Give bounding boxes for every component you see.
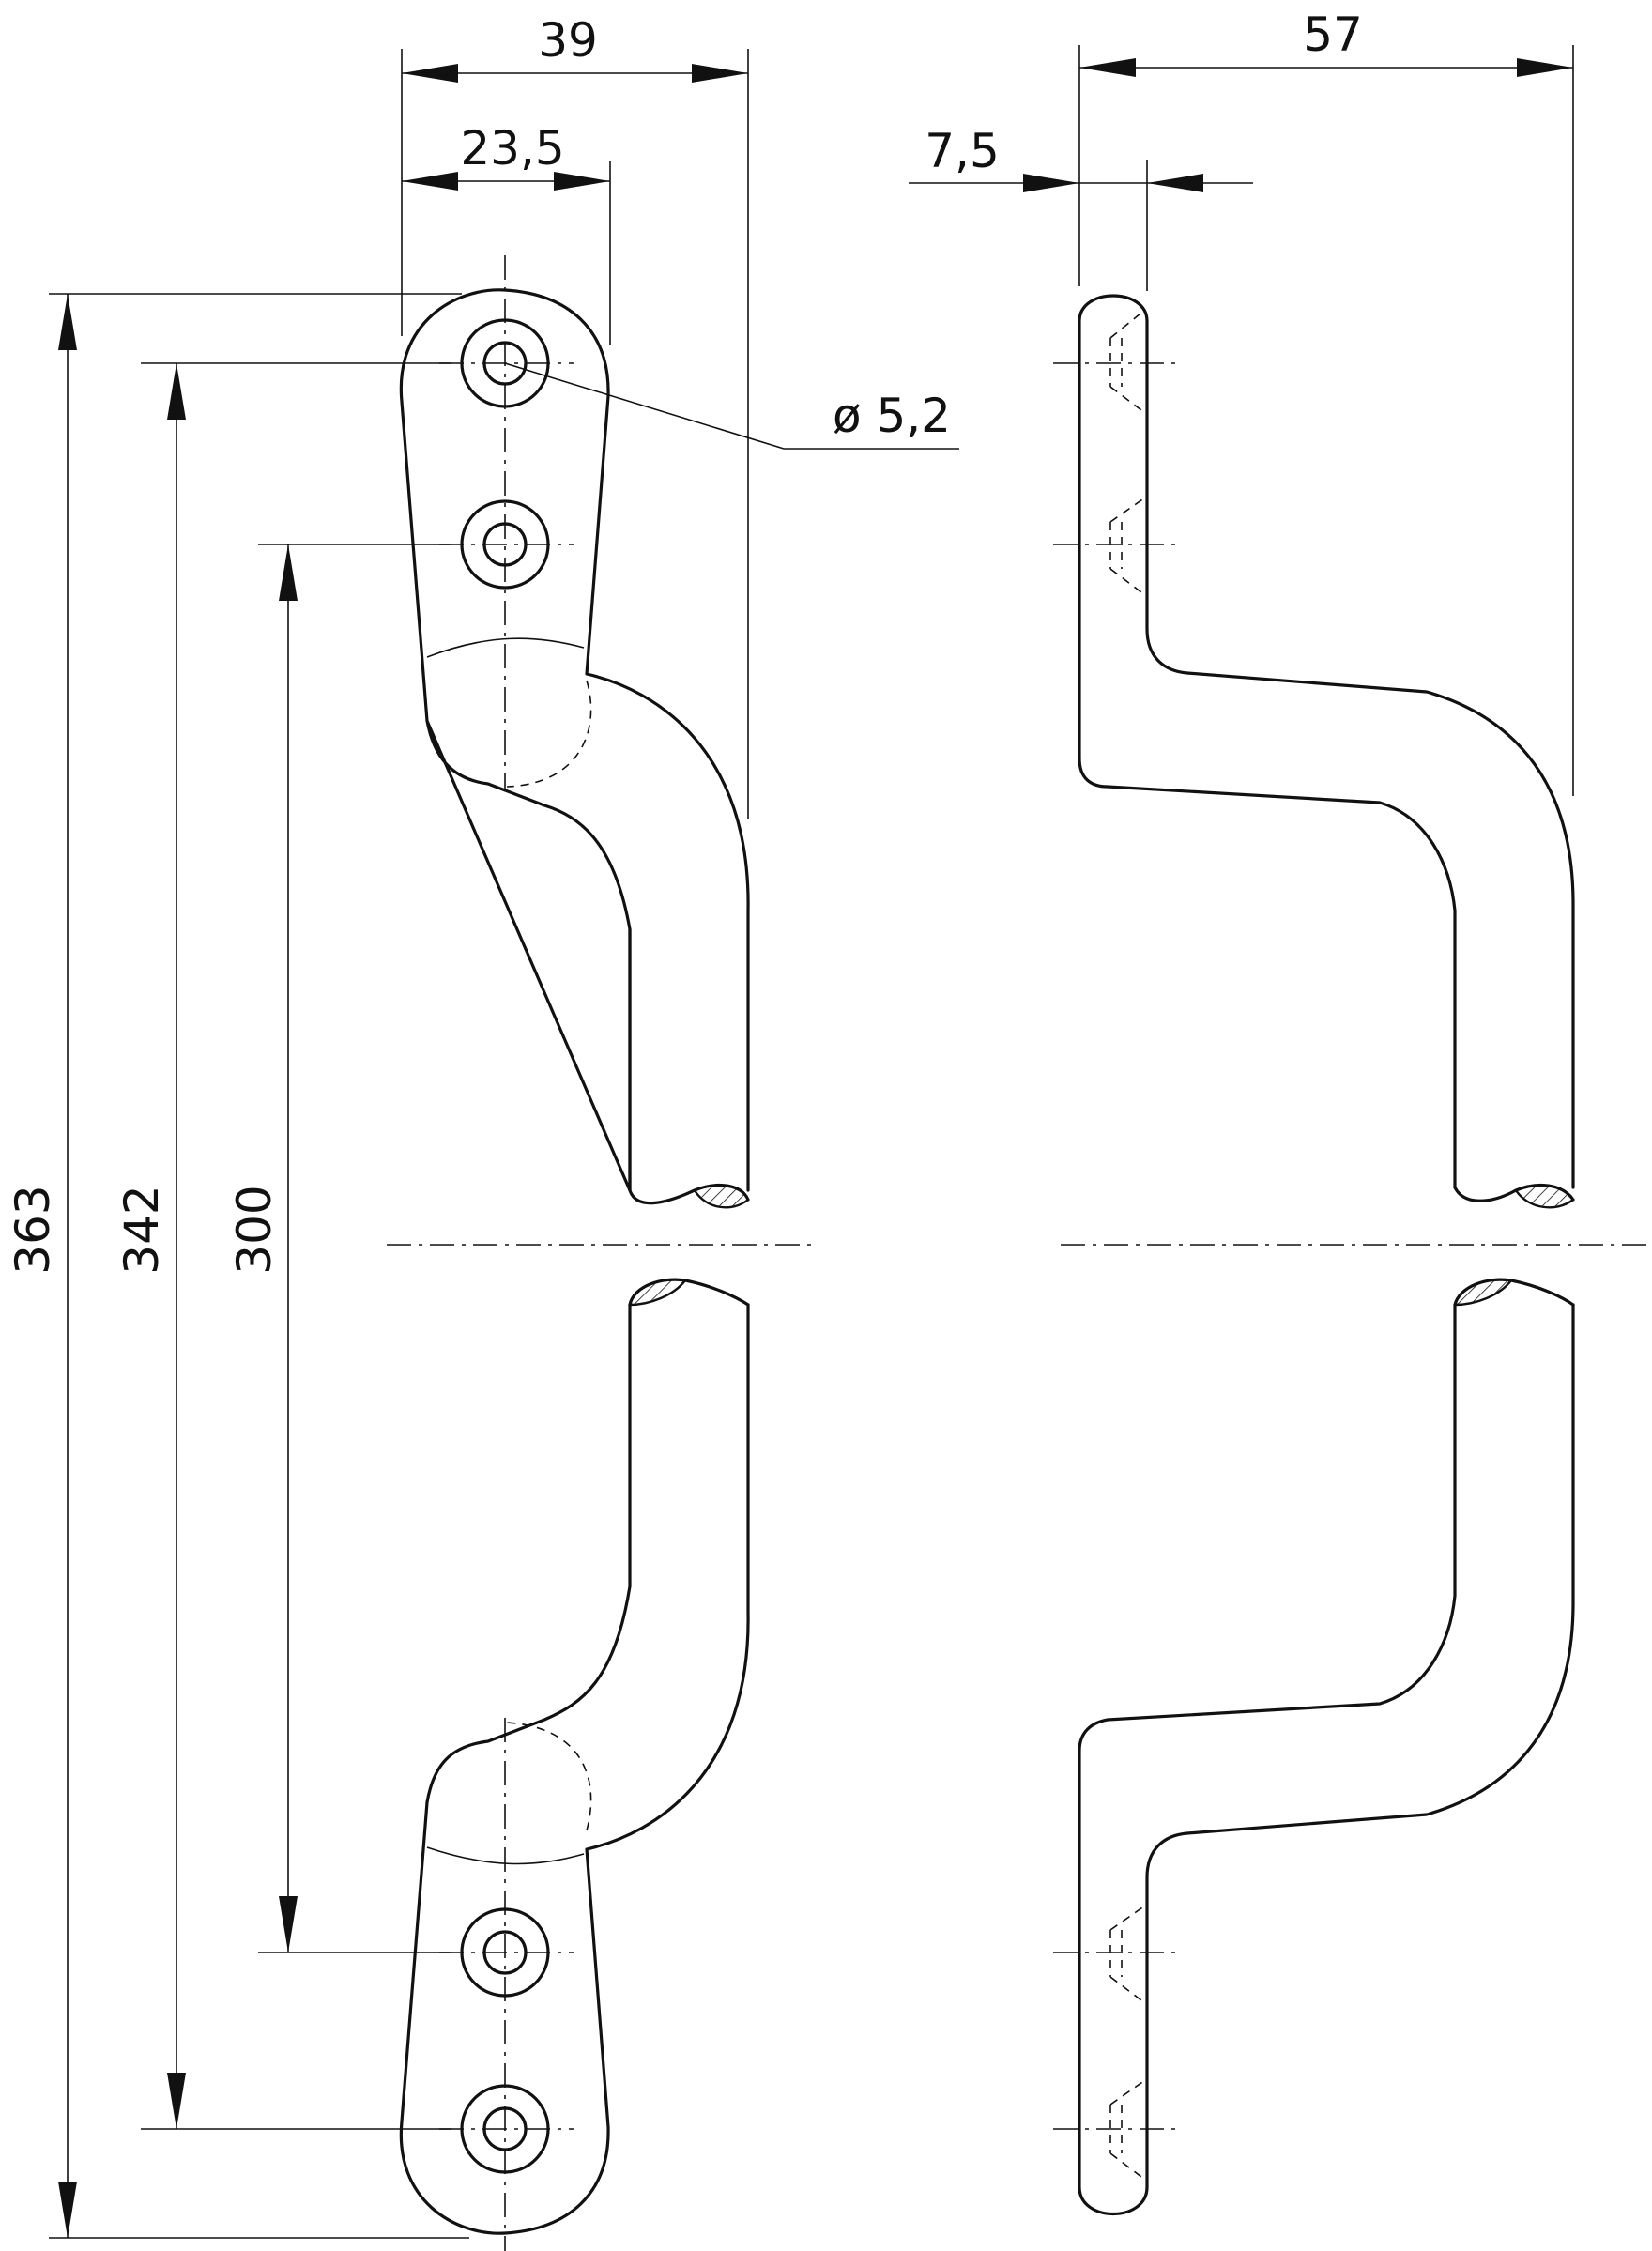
front-lower-outline xyxy=(399,1303,750,2235)
front-upper-neck-dashed xyxy=(506,680,592,788)
side-upper-outline xyxy=(1078,294,1575,1189)
dim-hole-offset-23-5: 23,5 xyxy=(460,121,564,176)
side-countersinks xyxy=(1053,309,1181,2181)
side-view xyxy=(1053,294,1652,2215)
side-lower-break-hatch xyxy=(1453,1278,1514,1307)
side-upper-break-hatch xyxy=(1514,1184,1575,1209)
front-lower-inner xyxy=(425,1303,632,1804)
front-lower-neck-arc xyxy=(426,1846,585,1865)
side-lower-outline xyxy=(1078,1303,1575,2215)
dim-width-39: 39 xyxy=(538,13,598,68)
dim-hole-diameter: ø 5,2 xyxy=(833,389,951,443)
dim-thickness-7-5: 7,5 xyxy=(925,124,1000,178)
front-lower-neck-dashed xyxy=(506,1722,592,1831)
dim-spacing-342: 342 xyxy=(115,1185,169,1274)
side-lower-inner xyxy=(1078,1303,1457,1753)
dim-depth-57: 57 xyxy=(1303,8,1363,62)
front-upper-break-hatch xyxy=(693,1184,750,1209)
dim-length-363: 363 xyxy=(6,1185,60,1274)
front-upper-neck-arc xyxy=(426,637,585,658)
dim-spacing-300: 300 xyxy=(227,1185,282,1274)
front-lower-break-hatch xyxy=(628,1278,688,1307)
dimensions: 39 23,5 57 7,5 ø 5,2 363 xyxy=(6,8,1574,2239)
side-upper-inner xyxy=(1078,757,1457,1189)
front-view xyxy=(387,255,818,2251)
front-upper-outline xyxy=(399,288,750,1192)
